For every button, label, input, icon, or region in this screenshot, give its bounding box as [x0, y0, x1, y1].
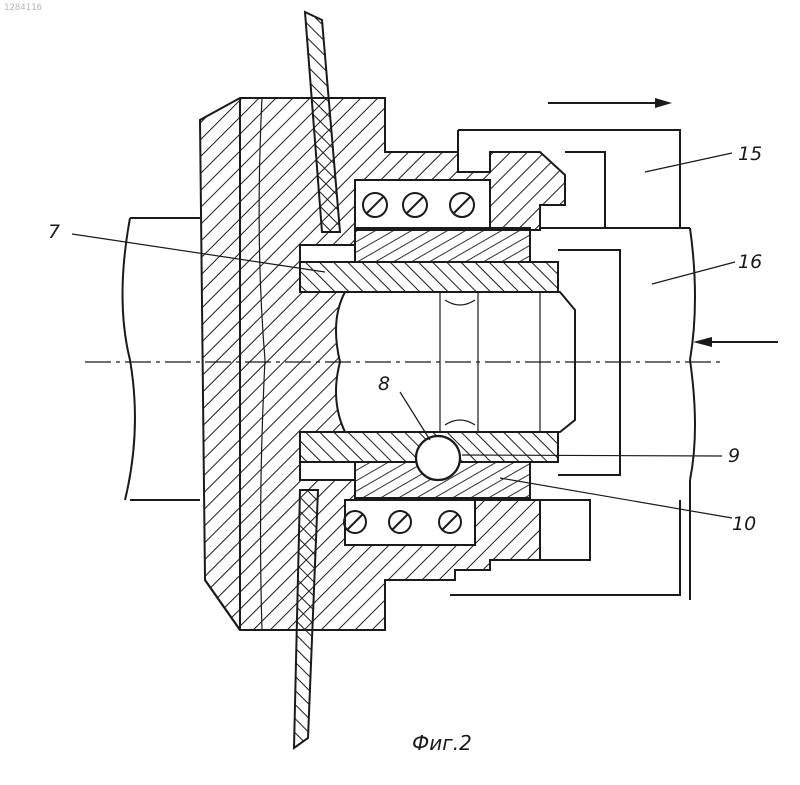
label-part-7: 7 — [48, 221, 60, 243]
label-part-9: 9 — [728, 445, 740, 467]
arrow-right-icon — [548, 98, 672, 108]
spring-upper — [355, 180, 490, 228]
label-part-8: 8 — [378, 373, 390, 395]
spring-lower — [344, 500, 475, 545]
document-number: 1284116 — [4, 3, 42, 13]
label-part-16: 16 — [738, 251, 762, 273]
sleeve-upper — [300, 262, 558, 292]
ball — [416, 436, 460, 480]
shaft — [123, 218, 201, 500]
label-part-15: 15 — [738, 143, 762, 165]
arrow-left-icon — [693, 337, 778, 347]
label-part-10: 10 — [732, 513, 756, 535]
ring-upper — [355, 228, 530, 262]
figure-caption: Фиг.2 — [412, 731, 472, 755]
